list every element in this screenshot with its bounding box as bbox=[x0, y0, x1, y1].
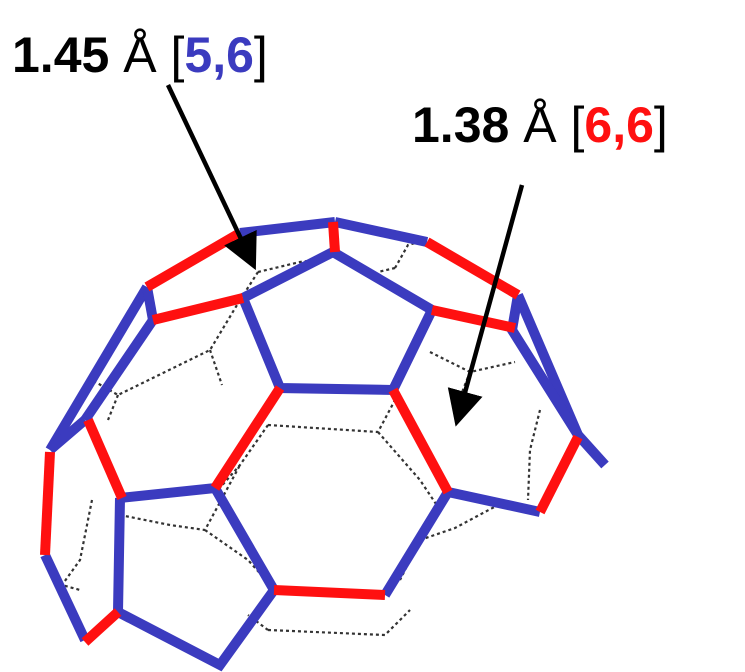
single-bond-close-bracket: ] bbox=[254, 27, 268, 83]
single-bond bbox=[142, 286, 158, 321]
single-bond bbox=[333, 217, 429, 247]
pointer-arrow-single-bond bbox=[165, 84, 257, 271]
double-bond-close-bracket: ] bbox=[654, 97, 668, 153]
single-bond bbox=[80, 317, 158, 423]
single-bonds bbox=[40, 217, 609, 672]
double-bond bbox=[151, 293, 245, 325]
back-edge bbox=[61, 499, 94, 586]
double-bond bbox=[210, 385, 285, 491]
back-edge bbox=[267, 609, 411, 637]
double-bond bbox=[430, 305, 517, 333]
back-edge bbox=[419, 503, 541, 542]
double-bond-unit: Å bbox=[523, 97, 557, 153]
single-bond bbox=[45, 284, 152, 453]
double-bond-label: 1.38 Å [6,6] bbox=[412, 97, 668, 153]
double-bond bbox=[424, 237, 521, 300]
single-bond bbox=[46, 416, 89, 454]
back-edge bbox=[106, 394, 120, 421]
single-bond-open-bracket: [ bbox=[171, 27, 185, 83]
double-bond bbox=[328, 221, 340, 253]
back-edge bbox=[257, 256, 331, 274]
single-bond bbox=[513, 293, 609, 469]
double-bond bbox=[144, 228, 243, 292]
single-bond bbox=[112, 482, 280, 672]
double-bonds bbox=[40, 221, 583, 646]
single-bond-unit: Å bbox=[123, 27, 157, 83]
pointer-arrow-double-bond bbox=[447, 184, 525, 427]
single-bond bbox=[238, 296, 437, 396]
back-edge bbox=[377, 266, 396, 274]
double-bond bbox=[40, 451, 55, 556]
double-bond bbox=[535, 434, 583, 515]
single-bond-ring-tag: 5,6 bbox=[184, 27, 254, 83]
single-bond bbox=[239, 217, 336, 238]
double-bond bbox=[81, 608, 122, 646]
single-bond bbox=[380, 489, 453, 598]
single-bond bbox=[40, 552, 90, 643]
back-edge bbox=[526, 409, 542, 501]
double-bond-length: 1.38 bbox=[412, 97, 509, 153]
single-bond bbox=[240, 246, 435, 315]
double-bond bbox=[388, 387, 453, 495]
back-edge bbox=[217, 424, 269, 491]
back-edge bbox=[208, 349, 224, 386]
double-bond bbox=[83, 418, 127, 500]
double-bond-open-bracket: [ bbox=[571, 97, 585, 153]
single-bond-length: 1.45 bbox=[12, 27, 109, 83]
back-edge bbox=[119, 464, 241, 532]
double-bond-ring-tag: 6,6 bbox=[584, 97, 654, 153]
back-edge bbox=[267, 399, 396, 434]
double-bond bbox=[273, 585, 386, 600]
single-bond-label: 1.45 Å [5,6] bbox=[12, 27, 268, 83]
back-edge bbox=[377, 431, 441, 511]
single-bond bbox=[446, 487, 542, 517]
